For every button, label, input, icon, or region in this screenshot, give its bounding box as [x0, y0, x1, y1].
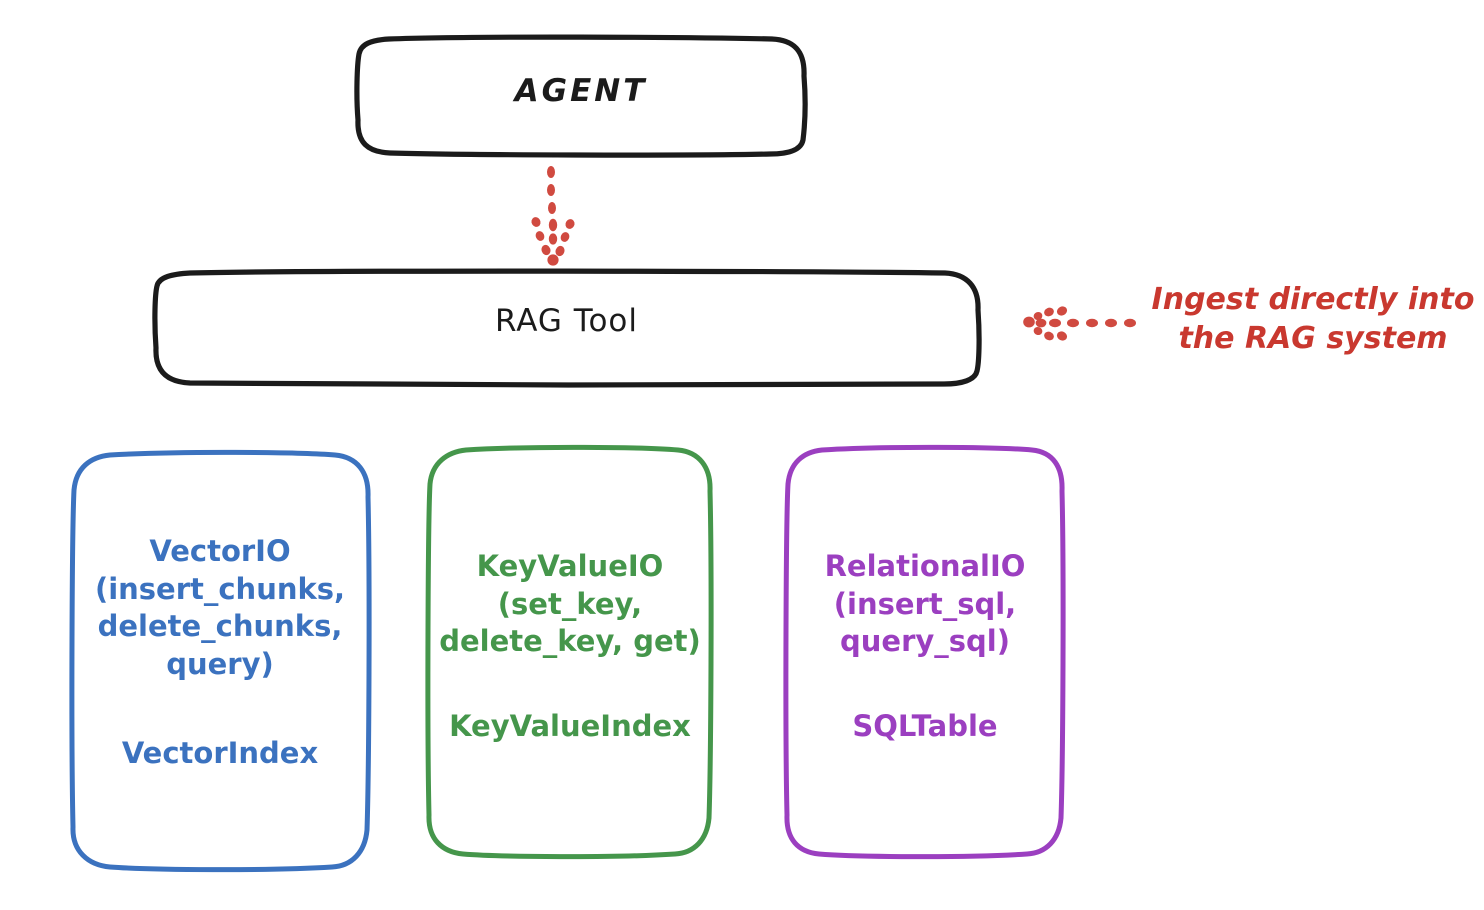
relational-io-box-outline	[783, 444, 1066, 860]
vector-io-node[interactable]	[69, 449, 372, 873]
relational-io-node[interactable]	[783, 444, 1066, 860]
key-value-io-node[interactable]	[425, 444, 714, 860]
rag-tool-box-outline	[152, 268, 982, 388]
agent-to-ragtool-arrow	[531, 166, 575, 266]
agent-node[interactable]	[354, 34, 808, 158]
annotation-to-ragtool-arrow	[1023, 306, 1136, 341]
vector-io-box-outline	[69, 449, 372, 873]
agent-box-outline	[354, 34, 808, 158]
key-value-io-box-outline	[425, 444, 714, 860]
rag-tool-node[interactable]	[152, 268, 982, 388]
